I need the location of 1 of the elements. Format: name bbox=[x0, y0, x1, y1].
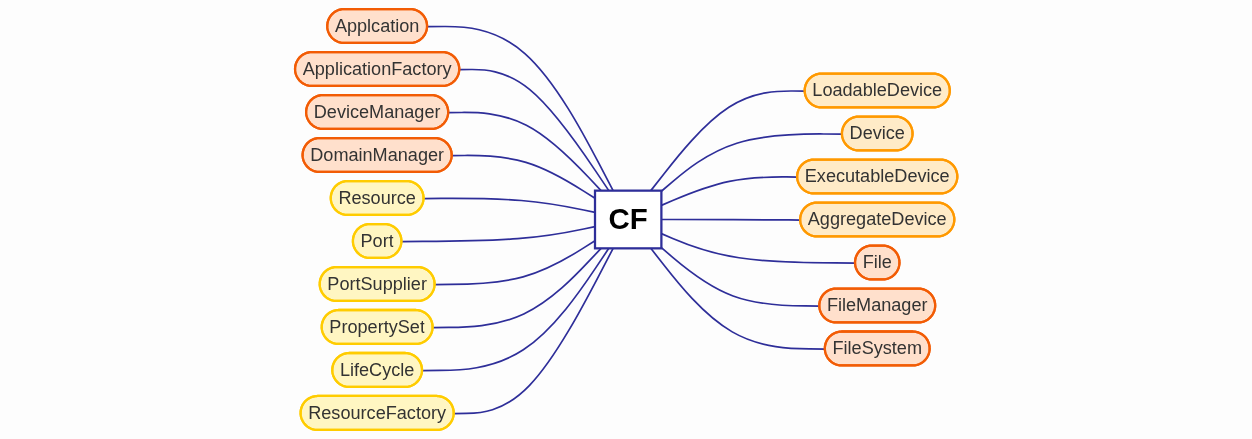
node-box: CF bbox=[593, 189, 663, 250]
